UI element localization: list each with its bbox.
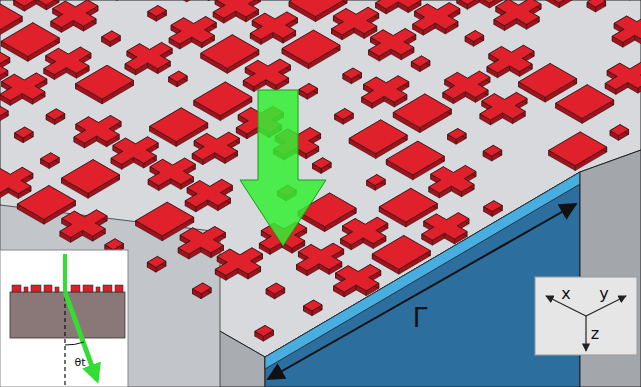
meta-atom xyxy=(484,201,503,217)
meta-atom xyxy=(413,3,460,36)
axis-label: x xyxy=(561,286,570,302)
meta-atom xyxy=(148,158,195,191)
axis-label: z xyxy=(591,326,599,342)
meta-atom xyxy=(335,109,354,125)
top-surface xyxy=(0,0,641,357)
meta-atom xyxy=(74,116,121,149)
meta-atom xyxy=(111,137,158,170)
meta-atom xyxy=(297,243,344,276)
meta-atom xyxy=(465,31,484,47)
meta-atom xyxy=(0,73,47,106)
meta-atom xyxy=(51,0,98,32)
meta-atom xyxy=(215,248,262,281)
meta-atom xyxy=(266,283,285,299)
meta-atom xyxy=(487,45,534,78)
meta-atom xyxy=(169,17,216,50)
meta-atom xyxy=(343,68,362,84)
meta-atom xyxy=(341,217,388,250)
meta-atom xyxy=(0,167,33,200)
meta-atom xyxy=(369,29,416,62)
meta-atom xyxy=(62,160,120,199)
meta-atom xyxy=(282,30,340,69)
meta-atom xyxy=(556,85,614,124)
meta-atom xyxy=(429,165,476,198)
meta-atom xyxy=(422,213,469,246)
meta-atom xyxy=(109,0,128,1)
meta-atom xyxy=(587,0,606,12)
meta-atom xyxy=(44,47,91,80)
meta-atom xyxy=(448,129,467,145)
meta-atom xyxy=(393,94,451,133)
meta-atom xyxy=(15,127,34,143)
meta-atom xyxy=(549,132,607,171)
meta-atom xyxy=(372,235,430,274)
meta-atom xyxy=(494,0,541,31)
meta-atom xyxy=(41,153,60,169)
meta-atom xyxy=(192,132,239,165)
meta-atom xyxy=(178,227,225,260)
meta-atom xyxy=(313,158,332,174)
meta-atom xyxy=(362,76,409,109)
meta-atom xyxy=(76,65,134,104)
meta-atom xyxy=(250,12,297,45)
meta-atom xyxy=(193,283,212,299)
meta-atom xyxy=(299,83,318,99)
meta-atom xyxy=(334,264,381,297)
meta-atom xyxy=(102,31,121,47)
meta-atom xyxy=(332,7,379,40)
gamma-dimension xyxy=(268,204,576,379)
meta-atom xyxy=(411,56,430,72)
meta-atom xyxy=(443,71,490,104)
meta-atom xyxy=(255,325,274,341)
meta-atom xyxy=(480,92,527,125)
meta-atom xyxy=(148,6,167,22)
meta-atom xyxy=(243,59,290,92)
meta-atom xyxy=(483,145,502,161)
meta-atom xyxy=(46,109,65,125)
left-face xyxy=(0,205,265,387)
axis-label: y xyxy=(599,286,608,302)
incident-arrow xyxy=(240,90,326,246)
meta-atom xyxy=(169,71,188,87)
blue-face xyxy=(265,172,580,387)
inset xyxy=(0,250,128,387)
dimension-label: Γ xyxy=(413,305,428,331)
meta-atom xyxy=(367,175,386,191)
meta-atom xyxy=(612,15,641,48)
axes-box xyxy=(535,277,637,355)
meta-atom xyxy=(125,42,172,75)
meta-atom xyxy=(619,0,641,1)
angle-label: θt xyxy=(74,357,85,368)
meta-atom xyxy=(0,96,8,135)
meta-atom xyxy=(303,300,322,316)
meta-atom xyxy=(605,62,641,95)
meta-atom xyxy=(185,179,232,212)
meta-atom xyxy=(147,256,166,272)
meta-atom xyxy=(610,125,629,141)
meta-atom xyxy=(60,210,107,243)
